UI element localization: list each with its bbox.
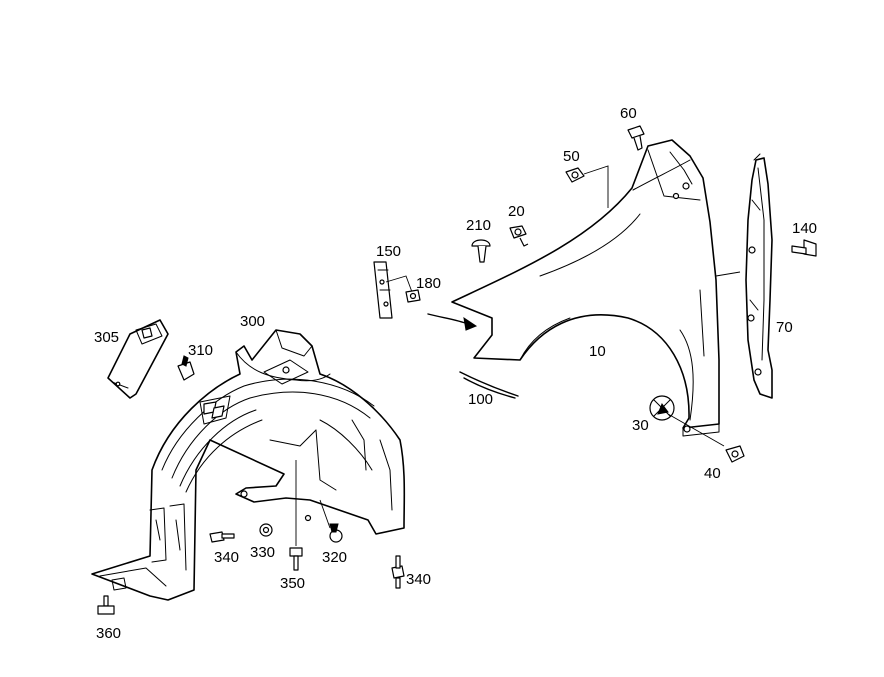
- nut-20-icon: [509, 225, 529, 247]
- nut-50-icon: [565, 165, 609, 208]
- bolt-60-icon: [627, 125, 645, 151]
- callout-340-left: 340: [214, 549, 239, 566]
- clip-310-icon: [177, 355, 195, 381]
- callout-330: 330: [250, 544, 275, 561]
- callout-350: 350: [280, 575, 305, 592]
- callout-310: 310: [188, 342, 213, 359]
- callout-360: 360: [96, 625, 121, 642]
- callout-210: 210: [466, 217, 491, 234]
- screw-340b-icon: [391, 555, 405, 589]
- callout-180: 180: [416, 275, 441, 292]
- callout-320: 320: [322, 549, 347, 566]
- callout-50: 50: [563, 148, 580, 165]
- callout-305: 305: [94, 329, 119, 346]
- fender-bracket: [745, 153, 773, 399]
- callout-40: 40: [704, 465, 721, 482]
- bolt-140-icon: [791, 239, 817, 257]
- callout-60: 60: [620, 105, 637, 122]
- wheel-arch-liner: [91, 329, 406, 601]
- clip-320-icon: [329, 523, 343, 543]
- callout-10: 10: [589, 343, 606, 360]
- callout-70: 70: [776, 319, 793, 336]
- direction-arrow: [427, 313, 478, 331]
- callout-150: 150: [376, 243, 401, 260]
- screw-340a-icon: [209, 531, 235, 543]
- screw-360-icon: [97, 595, 115, 615]
- callout-30: 30: [632, 417, 649, 434]
- bracket-150-icon: [373, 261, 413, 319]
- nut-330-icon: [259, 523, 273, 537]
- nut-180-icon: [405, 289, 421, 303]
- callout-20: 20: [508, 203, 525, 220]
- callout-340-right: 340: [406, 571, 431, 588]
- fender-edge-strip: [459, 371, 519, 399]
- cover-plate-305: [107, 319, 169, 399]
- clip-210-icon: [471, 239, 491, 263]
- screw-350-icon: [289, 547, 303, 571]
- nut-40-icon: [725, 445, 745, 463]
- fender-panel: [451, 139, 741, 437]
- callout-100: 100: [468, 391, 493, 408]
- callout-140: 140: [792, 220, 817, 237]
- callout-300: 300: [240, 313, 265, 330]
- clip-30-icon: [649, 395, 725, 447]
